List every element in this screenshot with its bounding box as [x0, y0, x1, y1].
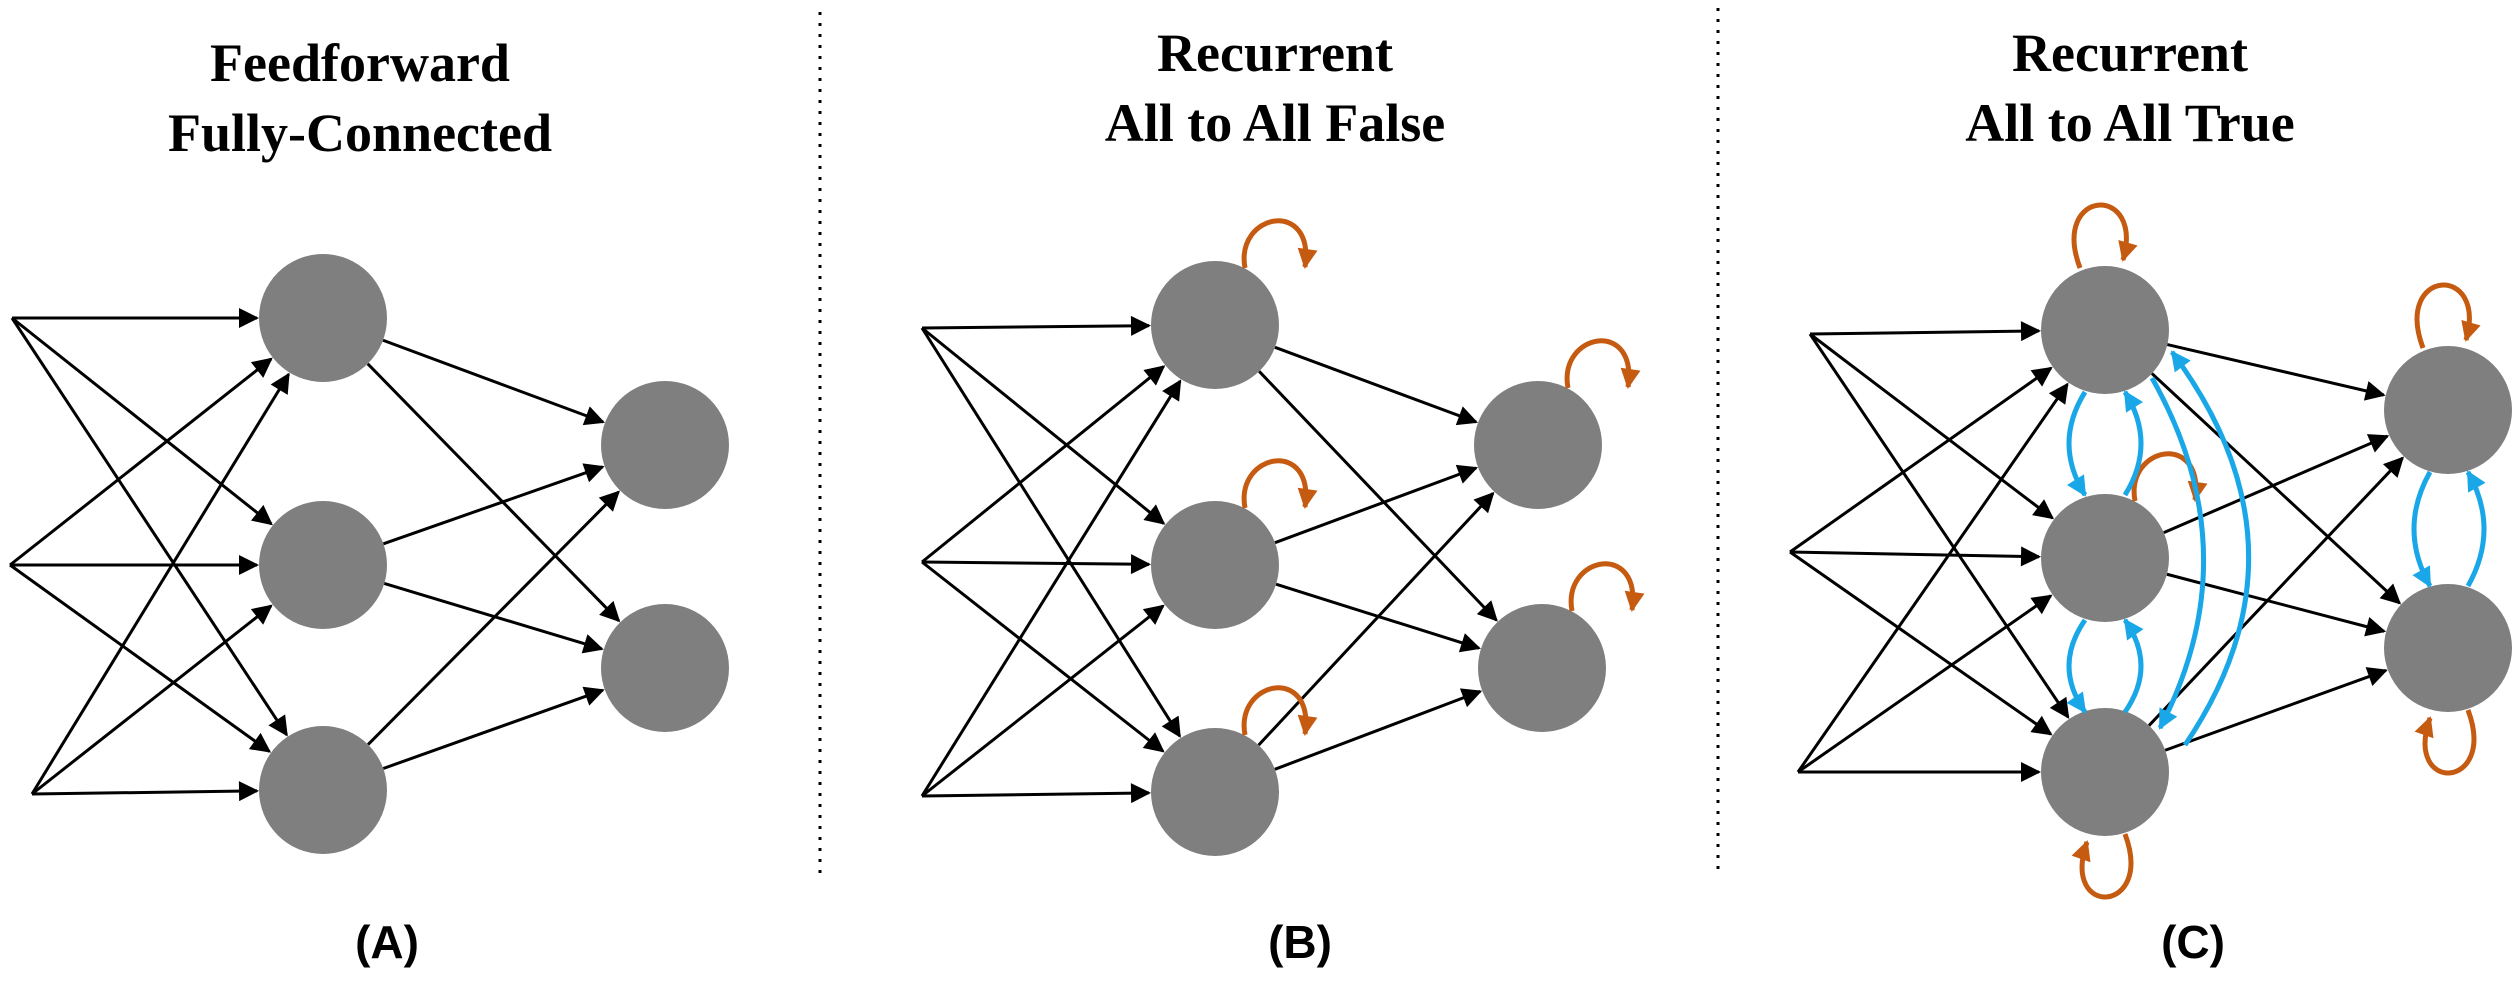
panel-b-hidden-self-loop-0 — [1241, 218, 1318, 269]
panel-c-input-edge-0-2 — [1808, 333, 2070, 719]
panel-c-lateral-edge-o1-o0 — [2465, 470, 2487, 588]
panel-a-hidden-output-edge-0-1 — [366, 362, 621, 623]
panel-a-input-edge-0-2 — [10, 317, 288, 737]
panel-c-lateral-edge-o0-o1 — [2411, 470, 2433, 588]
panel-a-label: (A) — [355, 916, 419, 968]
panel-b-title-line1: Recurrent — [1157, 23, 1393, 83]
panel-c-title: Recurrent All to All True — [1880, 18, 2380, 158]
panel-c-hidden-neuron-0 — [2041, 266, 2169, 394]
panel-b-hidden-neuron-1 — [1151, 501, 1279, 629]
panel-b-hidden-self-loop-1 — [1241, 458, 1318, 509]
panel-c-lateral-edge-h0-h2 — [2149, 376, 2206, 730]
panel-b-output-neuron-1 — [1478, 604, 1606, 732]
panel-b-input-edge-1-1 — [921, 554, 1152, 575]
panel-b-output-self-loop-1 — [1568, 561, 1645, 612]
panel-c-input-edge-0-1 — [1809, 332, 2055, 520]
panel-a-output-neuron-0 — [601, 381, 729, 509]
panel-b-input-edge-2-0 — [920, 379, 1182, 797]
panel-b-hidden-output-edge-1-0 — [1274, 464, 1479, 545]
panel-c-input-edge-2-1 — [1797, 594, 2053, 774]
panel-c-hidden-output-edge-2-1 — [2164, 667, 2388, 752]
panel-b-input-edge-0-0 — [921, 315, 1152, 336]
panel-c-hidden-output-edge-0-1 — [2150, 372, 2402, 605]
panel-b-hidden-output-edge-2-1 — [1274, 688, 1483, 771]
panel-b-label: (B) — [1268, 916, 1332, 968]
panel-a-hidden-output-edge-0-0 — [382, 338, 606, 426]
panel-c-input-edge-2-0 — [1796, 382, 2069, 773]
panel-c-title-line1: Recurrent — [2012, 23, 2248, 83]
panel-c-hidden-self-loop-2 — [2071, 833, 2134, 900]
panel-a-hidden-neuron-1 — [259, 501, 387, 629]
panel-a-input-edge-2-1 — [31, 604, 273, 796]
panel-b-hidden-neuron-2 — [1151, 728, 1279, 856]
panel-a-hidden-output-edge-1-1 — [383, 582, 604, 654]
panel-c-input-edge-1-2 — [1789, 550, 2053, 736]
panel-a-title: Feedforward Fully-Connected — [110, 28, 610, 168]
panel-c-hidden-neuron-1 — [2041, 494, 2169, 622]
panel-c-input-edge-1-0 — [1789, 366, 2053, 554]
panel-b-input-edge-1-0 — [921, 365, 1166, 564]
panel-a-hidden-output-edge-2-1 — [382, 686, 605, 770]
panel-a-output-neuron-1 — [601, 604, 729, 732]
panel-a-hidden-neuron-2 — [259, 726, 387, 854]
panel-b-hidden-neuron-0 — [1151, 261, 1279, 389]
panel-c-output-self-loop-1 — [2414, 709, 2477, 776]
panel-a-input-edge-0-1 — [11, 316, 273, 526]
panel-a-input-edge-1-2 — [9, 563, 272, 753]
panel-b-hidden-output-edge-0-1 — [1258, 370, 1498, 622]
panel-a-input-edge-2-2 — [31, 781, 260, 802]
panel-c-output-self-loop-0 — [2414, 282, 2481, 349]
panel-b-input-edge-1-2 — [921, 560, 1165, 753]
panel-a-hidden-output-edge-1-0 — [382, 463, 605, 546]
panel-c-output-neuron-1 — [2384, 584, 2512, 712]
panel-c-input-edge-0-0 — [1809, 321, 2042, 342]
panel-a-hidden-output-edge-2-0 — [366, 490, 620, 746]
panel-c-label: (C) — [2161, 916, 2225, 968]
panel-c-lateral-edge-h1-h0 — [2122, 390, 2144, 497]
panel-c-hidden-self-loop-0 — [2071, 202, 2138, 269]
panel-c-title-line2: All to All True — [1965, 93, 2295, 153]
panel-c-hidden-output-edge-2-0 — [2147, 456, 2404, 727]
panel-c-lateral-edge-h0-h1 — [2066, 390, 2088, 497]
panel-a-input-edge-2-0 — [30, 372, 290, 795]
panel-c-output-neuron-0 — [2384, 346, 2512, 474]
panel-b-output-self-loop-0 — [1564, 338, 1641, 389]
panel-b-title-line2: All to All False — [1104, 93, 1446, 153]
panel-a-title-line1: Feedforward — [210, 33, 510, 93]
panel-a-hidden-neuron-0 — [259, 254, 387, 382]
panel-c-hidden-output-edge-0-0 — [2166, 343, 2386, 401]
panel-a-input-edge-1-0 — [9, 357, 273, 567]
panel-c-lateral-edge-h2-h1 — [2122, 618, 2144, 714]
panel-b-input-edge-0-1 — [921, 326, 1166, 525]
panel-b-hidden-output-edge-0-0 — [1274, 345, 1479, 426]
panel-c-input-edge-1-1 — [1789, 546, 2042, 567]
panel-c-lateral-edge-h2-h0 — [2169, 350, 2252, 747]
panel-b-title: Recurrent All to All False — [1025, 18, 1525, 158]
panel-b-hidden-self-loop-2 — [1241, 685, 1318, 736]
panel-b-output-neuron-0 — [1474, 381, 1602, 509]
panel-a-title-line2: Fully-Connected — [168, 103, 552, 163]
panel-b-input-edge-0-2 — [920, 327, 1182, 738]
panel-b-input-edge-2-1 — [921, 604, 1165, 798]
panel-b-input-edge-2-2 — [921, 783, 1152, 804]
panel-b-hidden-output-edge-2-0 — [1257, 491, 1495, 747]
panel-c-lateral-edge-h1-h2 — [2066, 618, 2088, 714]
panel-c-hidden-neuron-2 — [2041, 708, 2169, 836]
